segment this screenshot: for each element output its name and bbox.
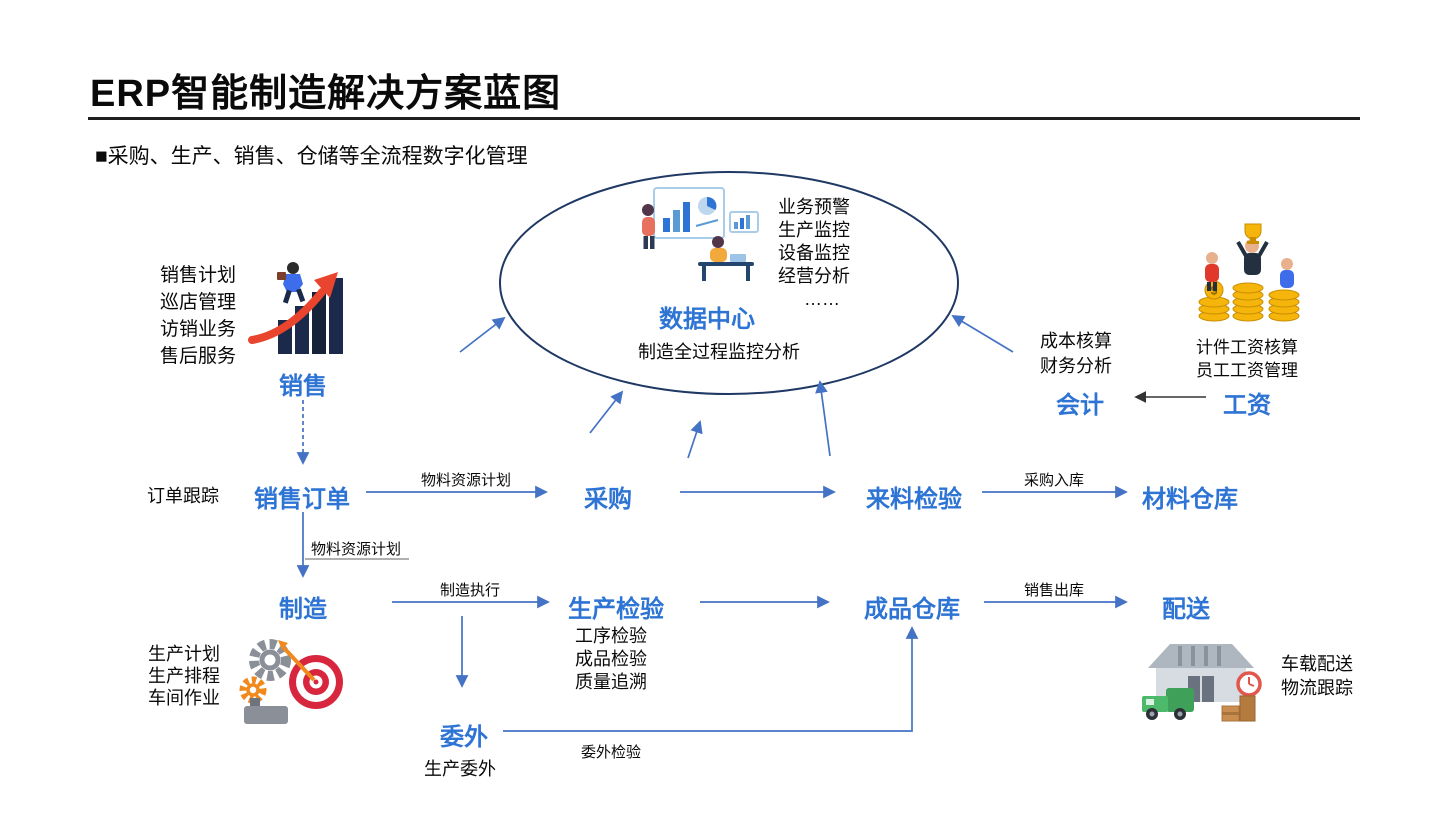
node-finished-warehouse: 成品仓库: [864, 596, 960, 623]
warehouse-roof: [1148, 644, 1254, 668]
title-underline: [88, 117, 1360, 120]
sales-feature: 售后服务: [160, 346, 237, 367]
gear-orange-icon: [239, 676, 267, 704]
delivery-feature: 车载配送: [1281, 654, 1353, 674]
accounting-feature: 成本核算: [1040, 331, 1112, 351]
presenter-head: [642, 204, 654, 216]
payroll-feature: 计件工资核算: [1196, 338, 1298, 357]
node-delivery: 配送: [1162, 596, 1210, 623]
manufacturing-feature-list: 生产计划 生产排程 车间作业: [148, 643, 220, 709]
order-tracking-label: 订单跟踪: [147, 486, 219, 506]
data-center-feature: 经营分析: [778, 266, 850, 286]
data-center-feature: 生产监控: [778, 220, 850, 240]
page-title: ERP智能制造解决方案蓝图: [90, 73, 562, 115]
trophy-icon: [1244, 223, 1262, 240]
runner-head: [287, 262, 299, 274]
sales-outbound-label: 销售出库: [1023, 582, 1085, 599]
delivery-feature-list: 车载配送 物流跟踪: [1281, 652, 1353, 700]
node-material-warehouse: 材料仓库: [1142, 486, 1238, 513]
production-inspection-item: 质量追溯: [575, 672, 647, 692]
node-payroll: 工资: [1223, 392, 1271, 419]
dart-icon: [282, 646, 316, 682]
payroll-feature: 员工工资管理: [1196, 361, 1298, 380]
purchase-inbound-label: 采购入库: [1023, 472, 1085, 489]
delivery-feature: 物流跟踪: [1281, 678, 1353, 698]
page-subtitle: ■采购、生产、销售、仓储等全流程数字化管理: [95, 145, 528, 168]
sales-feature: 销售计划: [160, 265, 237, 286]
truck-cargo: [1166, 688, 1194, 712]
arrow-flow-mid-to-data-center: [687, 420, 703, 459]
node-manufacturing: 制造: [279, 596, 327, 623]
payroll-coins-illustration: $: [1198, 223, 1300, 322]
box-tall-icon: [1239, 695, 1256, 722]
sales-feature: 访销业务: [160, 319, 237, 340]
production-inspection-item: 工序检验: [575, 626, 647, 646]
manufacturing-feature: 生产计划: [148, 644, 220, 664]
node-incoming-inspection: 来料检验: [866, 486, 962, 513]
production-inspection-item-list: 工序检验 成品检验 质量追溯: [575, 625, 647, 694]
data-center-illustration: [642, 187, 759, 281]
analyst-head: [712, 236, 724, 248]
mes-label: 制造执行: [439, 582, 501, 599]
outsourcing-caption: 生产委外: [424, 759, 496, 779]
worker-red-head: [1206, 252, 1218, 264]
node-outsourcing: 委外: [440, 724, 488, 751]
accounting-feature-list: 成本核算 财务分析: [1040, 329, 1112, 379]
arrow-accounting-to-data-center: [951, 315, 1014, 353]
payroll-feature-list: 计件工资核算 员工工资管理: [1196, 336, 1298, 382]
data-center-feature: 业务预警: [778, 197, 850, 217]
arrow-outsourcing-to-finished-warehouse: [503, 626, 919, 732]
delivery-truck-warehouse-illustration: [1142, 644, 1262, 722]
accounting-feature: 财务分析: [1040, 356, 1112, 376]
mrp-label-2: 物料资源计划: [311, 541, 402, 558]
manufacturing-feature: 生产排程: [148, 666, 220, 686]
data-center-feature-ellipsis: ……: [804, 289, 840, 309]
worker-blue-head: [1281, 258, 1293, 270]
mrp-label-1: 物料资源计划: [420, 472, 512, 489]
node-sales: 销售: [279, 373, 327, 400]
sales-growth-illustration: [248, 262, 343, 354]
node-production-inspection: 生产检验: [568, 596, 664, 623]
data-center-caption: 制造全过程监控分析: [638, 342, 800, 362]
arrow-flow-right-to-data-center: [815, 380, 831, 457]
data-center-feature: 设备监控: [778, 243, 850, 263]
sales-feature-list: 销售计划 巡店管理 访销业务 售后服务: [160, 262, 236, 370]
node-sales-order: 销售订单: [254, 486, 350, 513]
outsourcing-inspection-label: 委外检验: [580, 744, 642, 761]
node-data-center: 数据中心: [659, 306, 755, 333]
arrow-sales-to-data-center: [459, 316, 506, 353]
arrow-flow-left-to-data-center: [589, 390, 624, 434]
node-accounting: 会计: [1056, 392, 1104, 419]
data-center-feature-list: 业务预警 生产监控 设备监控 经营分析 ……: [778, 196, 850, 311]
production-inspection-item: 成品检验: [575, 649, 647, 669]
sales-feature: 巡店管理: [160, 292, 237, 313]
node-purchase: 采购: [584, 486, 632, 513]
manufacturing-gears-target-illustration: [239, 639, 343, 724]
gear-icon: [249, 639, 291, 681]
manufacturing-feature: 车间作业: [148, 688, 220, 708]
